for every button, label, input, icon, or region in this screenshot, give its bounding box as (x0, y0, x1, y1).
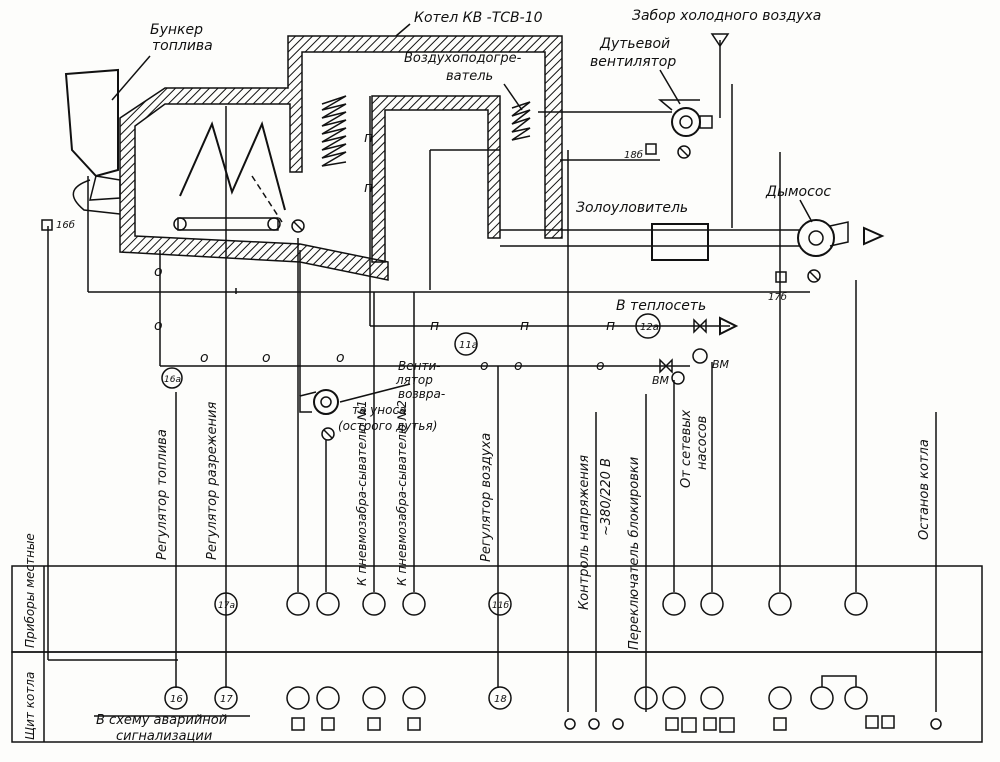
tag-17: 17 (220, 694, 233, 705)
local-instruments-label: Приборы местные (23, 533, 37, 648)
blower-fan-label-1: Дутьевой (599, 36, 670, 52)
boiler-body (119, 35, 563, 281)
network-lines: п п п п п о о о о о о о о (154, 96, 739, 385)
return-fan-label-4: та уноса (352, 403, 406, 417)
tag-17a: 17а (218, 601, 235, 611)
boiler-panel-label: Щит котла (23, 672, 37, 740)
voltage-value-label: ~380/220 В (599, 458, 614, 536)
draft-regulator-label: Регулятор разрежения (205, 402, 220, 560)
tag-18b: 18б (624, 149, 643, 161)
smoke-exhauster-label: Дымосос (765, 184, 831, 200)
local-instruments (214, 592, 868, 616)
fuel-bunker (64, 68, 121, 215)
line-code-p: п (364, 180, 373, 196)
tag-circles (41, 219, 661, 389)
tag-12a: 12а (640, 322, 659, 333)
tag-vm-1: ВМ (712, 358, 730, 371)
to-heating-network-label: В теплосеть (616, 298, 706, 314)
line-code-o: о (154, 264, 163, 280)
panel-instruments (164, 675, 942, 733)
signal-lines (47, 106, 937, 717)
from-network-pumps-label-1: От сетевых (679, 409, 694, 488)
line-code-o: о (596, 358, 605, 374)
return-fan-label-2: лятор (395, 373, 433, 387)
line-code-p: п (364, 130, 373, 146)
alarm-label-1: В схему аварийной (96, 713, 227, 728)
line-code-o: о (480, 358, 489, 374)
boiler-label: Котел КВ -ТСВ-10 (414, 10, 543, 26)
tag-11a: 11а (459, 340, 478, 351)
line-code-o: о (262, 350, 271, 366)
blower-fan-label-2: вентилятор (590, 54, 676, 70)
line-code-o: о (154, 318, 163, 334)
tag-vm-2: ВМ (652, 374, 670, 387)
fuel-regulator-label: Регулятор топлива (155, 429, 170, 560)
air-heater-label-2: ватель (446, 69, 493, 84)
smoke-exhauster (775, 219, 885, 283)
line-code-o: о (200, 350, 209, 366)
tag-16b-left: 16б (56, 219, 75, 231)
return-fan-label-5: (острого дутья) (338, 419, 437, 433)
blower-fan (645, 33, 733, 228)
air-regulator-label: Регулятор воздуха (479, 433, 494, 562)
blower-motor-icon (677, 145, 691, 159)
panel-frames (11, 565, 983, 743)
tag-18: 18 (494, 694, 507, 705)
interlock-switch-label: Переключатель блокировки (627, 457, 642, 650)
air-heater-label-1: Воздухоподогре- (404, 51, 522, 66)
return-fan-label-1: Венти- (398, 359, 441, 373)
boiler-stop-label: Останов котла (917, 439, 932, 540)
from-network-pumps-label-2: насосов (695, 416, 710, 470)
ash-catcher-label: Золоуловитель (576, 200, 688, 216)
ducts (87, 111, 810, 294)
return-fan (299, 250, 411, 441)
line-code-p: п (520, 318, 529, 334)
valve-icon (693, 318, 707, 334)
pneumo-distributor-2-label: К пневмозабра-сывателю №2 (395, 400, 409, 586)
fuel-bunker-label-1: Бункер (150, 22, 203, 38)
line-code-o: о (514, 358, 523, 374)
voltage-control-label: Контроль напряжения (577, 455, 592, 610)
tag-16: 16 (170, 694, 183, 705)
grate-motor-icon (291, 219, 305, 233)
valve-icon (659, 358, 673, 374)
tag-11b: 11б (492, 601, 509, 611)
tag-16a: 16а (164, 375, 181, 385)
line-code-p: п (430, 318, 439, 334)
ash-catcher (651, 223, 709, 261)
return-fan-label-3: возвра- (398, 387, 445, 401)
line-code-o: о (336, 350, 345, 366)
tag-17b: 17б (768, 291, 787, 303)
line-code-p: п (606, 318, 615, 334)
pneumo-distributor-1-label: К пневмозабра-сывателю №1 (355, 400, 369, 586)
cold-air-intake-label: Забор холодного воздуха (632, 8, 821, 24)
fuel-bunker-label-2: топлива (152, 38, 213, 54)
alarm-label-2: сигнализации (116, 729, 212, 744)
